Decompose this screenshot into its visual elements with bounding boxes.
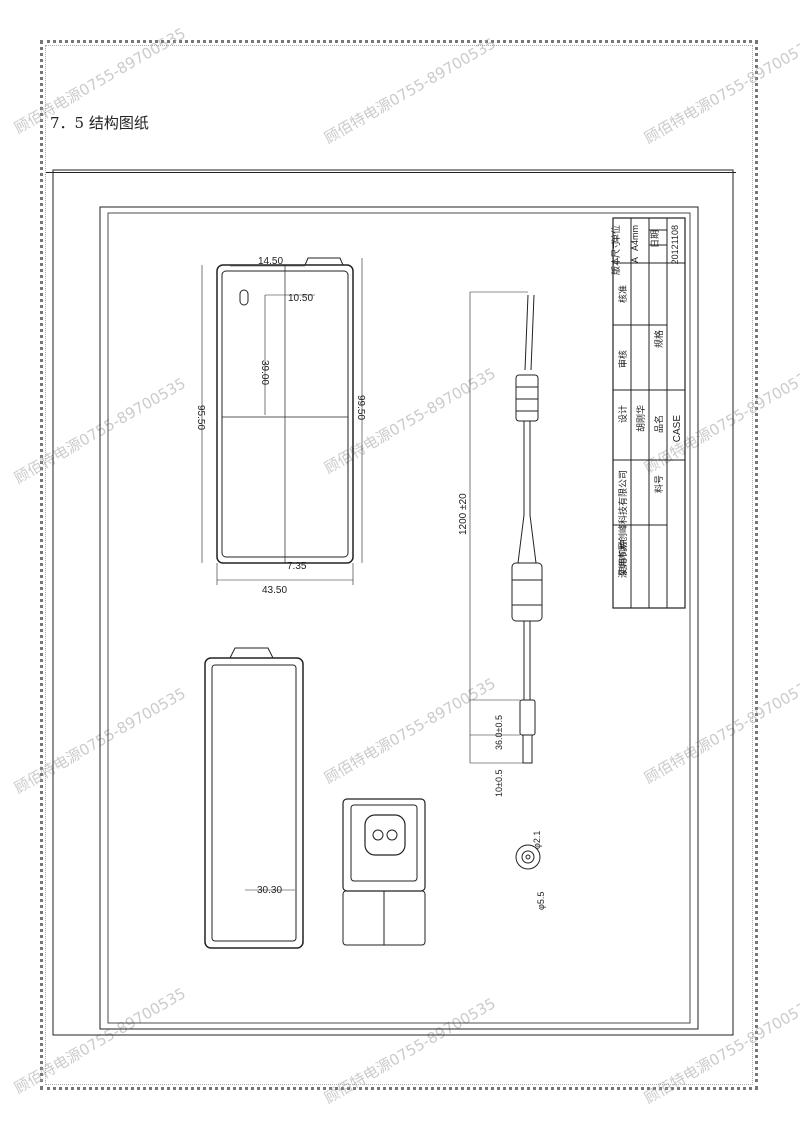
tb-size-value: A4 (630, 240, 640, 251)
page-border-inner (45, 45, 753, 1085)
outer-diameter: φ5.5 (536, 892, 546, 910)
top-view-slot (239, 289, 249, 306)
dim-tip-length: 10±0.5 (494, 770, 504, 797)
inner-diameter: φ2.1 (532, 831, 542, 849)
tb-designer: 胡刚华 (635, 405, 646, 432)
tb-company: 深圳市易创峰科技有限公司 (617, 470, 628, 578)
header-rule (46, 172, 736, 173)
tb-date-value: 20121108 (670, 225, 680, 264)
dim-total-width: 43.50 (262, 585, 287, 596)
sheet-frame-middle (99, 206, 699, 1030)
section-title: 7．5 结构图纸 (50, 114, 149, 132)
tb-date-label: 日期 (650, 230, 660, 248)
tb-approve-label: 核准 (617, 285, 628, 303)
plug-end-outer (515, 844, 541, 870)
structure-drawing: 14.50 10.50 39.00 95.50 99.50 7.35 43.50… (52, 169, 734, 1036)
page-border (40, 40, 758, 1090)
dim-plug-length: 36.0±0.5 (494, 715, 504, 750)
tb-review-label: 审核 (617, 350, 628, 368)
ac-inlet-outline (342, 798, 426, 892)
ferrite-core (511, 562, 543, 622)
dim-top-width: 14.50 (258, 256, 283, 267)
dim-cable-length: 1200 ±20 (458, 493, 469, 535)
tb-model-label: 使用机种 (617, 540, 628, 576)
tb-product-label: 品名 (653, 415, 664, 433)
dim-thickness: 30.30 (257, 885, 282, 896)
dim-bottom-offset: 7.35 (287, 561, 307, 572)
dim-left-height: 95.50 (195, 405, 206, 430)
dim-right-height: 99.50 (355, 395, 366, 420)
sheet-frame-outer (52, 169, 734, 1036)
side-view-tab (229, 647, 274, 659)
tb-design-label: 设计 (617, 405, 628, 423)
side-view-outline (204, 657, 304, 949)
tb-product-value: CASE (672, 415, 683, 443)
side-view-inner (211, 664, 297, 942)
tb-version-value: A (630, 257, 640, 263)
dim-slot-offset: 10.50 (288, 293, 313, 304)
dim-inner-height: 39.00 (259, 360, 270, 385)
dc-plug-body (519, 699, 536, 736)
sheet-frame-inner (107, 212, 691, 1024)
iec-c8-socket (364, 814, 406, 856)
tb-version-label: 版本 (610, 257, 621, 275)
strain-relief (515, 374, 539, 422)
top-view-tab (304, 257, 344, 266)
cable-wire-b (530, 294, 535, 371)
tb-unit-label: 单位 (610, 225, 621, 243)
tb-part-no-label: 料号 (653, 475, 664, 493)
tb-size-label: 尺寸 (610, 240, 621, 258)
tb-unit-value: mm (630, 225, 640, 240)
dc-plug-tip (522, 734, 533, 764)
cable-wire-a (524, 294, 529, 371)
tb-spec-label: 规格 (653, 330, 664, 348)
plug-end-inner (521, 850, 535, 864)
